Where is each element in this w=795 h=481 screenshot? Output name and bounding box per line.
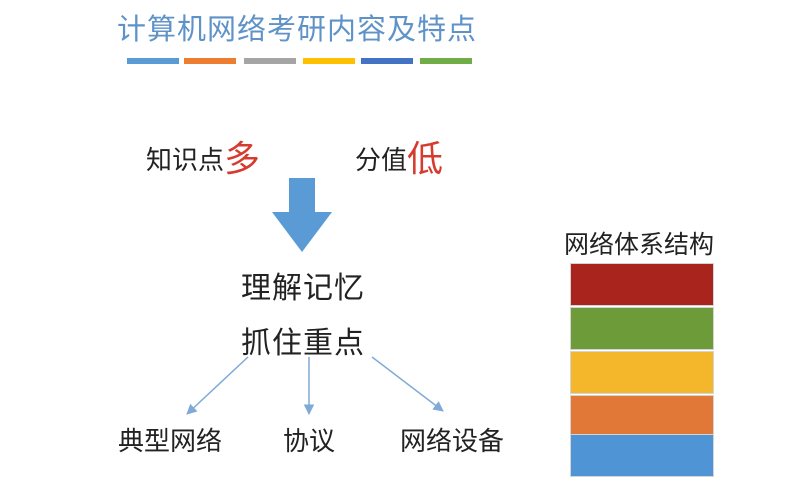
strategy-understand-memorize: 理解记忆 [241, 271, 365, 306]
down-arrow-icon [272, 178, 332, 252]
trait-low-score: 分值低 [355, 130, 443, 182]
strip-segment-6 [420, 58, 472, 64]
branch-arrow-left [186, 356, 249, 415]
trait-emphasis: 低 [407, 139, 444, 180]
architecture-layer-2 [570, 307, 714, 350]
trait-label: 知识点 [146, 146, 225, 176]
focus-typical-networks: 典型网络 [118, 427, 223, 457]
architecture-layer-1 [570, 263, 714, 306]
down-arrow-shape [272, 178, 332, 252]
trait-emphasis: 多 [224, 139, 261, 180]
strip-segment-4 [303, 58, 355, 64]
strip-segment-1 [127, 58, 179, 64]
strategy-focus-key-points: 抓住重点 [241, 326, 365, 361]
trait-label: 分值 [355, 146, 408, 176]
architecture-layer-5 [570, 434, 714, 477]
focus-protocols: 协议 [283, 427, 336, 457]
strip-segment-3 [244, 58, 296, 64]
architecture-layer-3 [570, 351, 714, 394]
architecture-title: 网络体系结构 [564, 230, 715, 259]
strip-segment-2 [184, 58, 236, 64]
page-title: 计算机网络考研内容及特点 [117, 12, 478, 46]
focus-network-devices: 网络设备 [400, 427, 505, 457]
trait-many-topics: 知识点多 [146, 130, 260, 182]
strip-segment-5 [361, 58, 413, 64]
branch-arrow-right [371, 356, 444, 412]
architecture-layer-4 [570, 395, 714, 438]
